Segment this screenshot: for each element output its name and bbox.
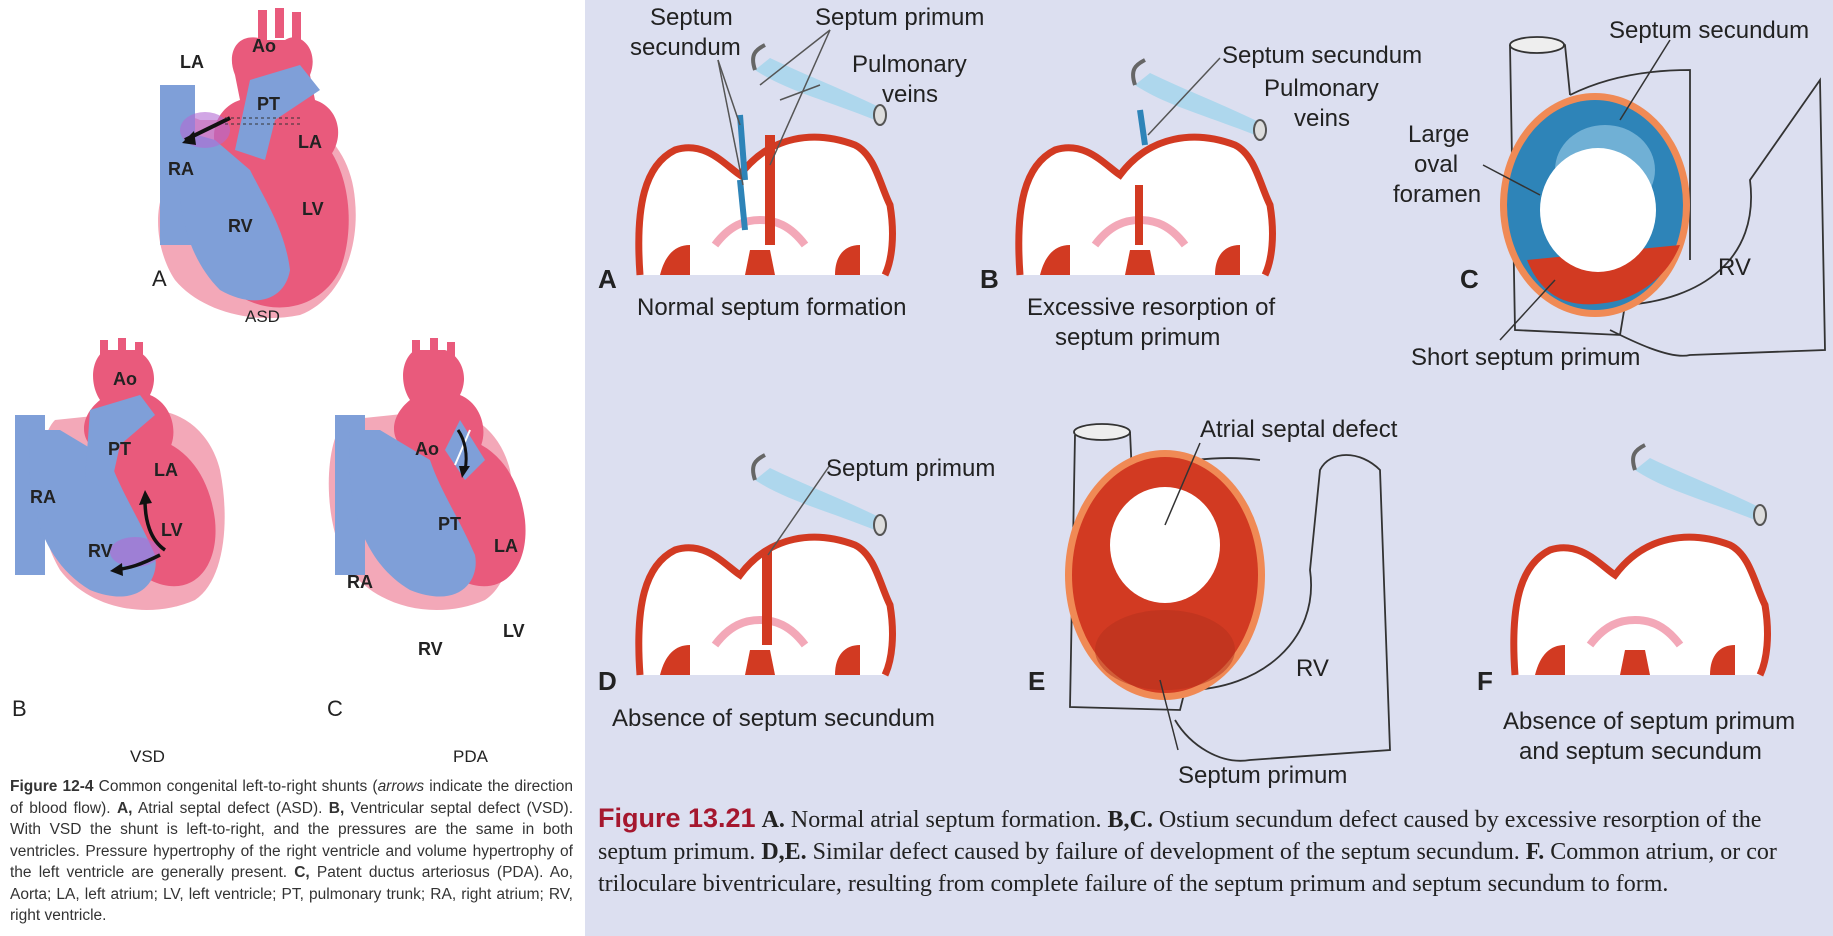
panel-letter-b: B (12, 696, 27, 721)
label-c-large-3: foramen (1393, 181, 1481, 208)
label-a-veins-1: Pulmonary (852, 51, 967, 78)
title-vsd: VSD (130, 747, 165, 766)
ra-label-c: RA (347, 572, 373, 592)
atrial-septum-diagram: Septum secundum Septum primum Pulmonary … (598, 4, 1826, 789)
lv-label-a: LV (302, 199, 324, 219)
caption-b-line1: Excessive resorption of (1027, 294, 1275, 321)
letter-d: D (598, 666, 617, 696)
label-d-primum: Septum primum (826, 455, 995, 482)
ra-label-b: RA (30, 487, 56, 507)
label-e-rv: RV (1296, 655, 1329, 682)
diagram-b (1019, 57, 1273, 275)
diagram-a (639, 29, 893, 275)
caption-b-line2: septum primum (1055, 324, 1220, 351)
pt-label-a: PT (257, 94, 280, 114)
caption-c: C, (294, 864, 310, 881)
la-top-label-a: LA (180, 52, 204, 72)
label-a-veins-2: veins (882, 81, 938, 108)
label-b-veins-1: Pulmonary (1264, 75, 1379, 102)
label-c-large-1: Large (1408, 121, 1469, 148)
caption-b: B, (328, 799, 345, 817)
caption-r-text-4: Common atrium, or cor triloculare bivent… (598, 839, 1777, 897)
caption-r-text-1: Normal atrial septum formation. (784, 807, 1108, 833)
caption-r-bc: B,C. (1107, 807, 1153, 833)
caption-text-1: Common congenital left-to-right shunts ( (93, 778, 378, 795)
la-label-a: LA (298, 132, 322, 152)
ao-label-a: Ao (252, 36, 276, 56)
caption-r-text-2: Ostium secundum defect caused by excessi… (598, 807, 1762, 865)
caption-arrows: arrows (377, 778, 425, 795)
caption-text-4: Ventricular septal defect (VSD). With VS… (10, 799, 573, 882)
heart-vsd (15, 338, 225, 610)
caption-f-line1: Absence of septum primum (1503, 708, 1795, 735)
label-c-short: Short septum primum (1411, 344, 1640, 371)
diagram-d (639, 453, 893, 675)
ra-label-a: RA (168, 159, 194, 179)
title-asd: ASD (245, 307, 280, 326)
heart-asd (158, 8, 356, 319)
letter-f: F (1477, 666, 1493, 696)
title-pda: PDA (453, 747, 489, 766)
label-c-large-2: oval (1414, 151, 1458, 178)
pt-label-b: PT (108, 439, 131, 459)
diagram-f (1514, 443, 1768, 675)
rv-label-c: RV (418, 639, 443, 659)
caption-a: A, (116, 799, 133, 817)
la-label-b: LA (154, 460, 178, 480)
caption-text-5: Patent ductus arteriosus (PDA). Ao, Aort… (10, 864, 573, 924)
label-b-veins-2: veins (1294, 105, 1350, 132)
caption-r-text-3: Similar defect caused by failure of deve… (806, 839, 1526, 865)
label-b-secundum: Septum secundum (1222, 42, 1422, 69)
fig-num-12-4: Figure 12-4 (10, 778, 94, 795)
label-c-rv: RV (1718, 254, 1751, 281)
caption-a-right: Normal septum formation (637, 294, 906, 321)
caption-r-f: F. (1525, 839, 1545, 865)
left-figure-panel: Ao LA PT LA RA RV LV A ASD Ao PT LA RA (0, 0, 585, 936)
panel-letter-a: A (152, 266, 167, 291)
figure-13-21-caption: Figure 13.21 A. Normal atrial septum for… (598, 802, 1823, 900)
diagram-e (1065, 423, 1391, 762)
caption-d-right: Absence of septum secundum (612, 705, 935, 732)
caption-text-3: Atrial septal defect (ASD). (132, 799, 329, 817)
lv-label-c: LV (503, 621, 525, 641)
rv-label-a: RV (228, 216, 253, 236)
label-e-primum: Septum primum (1178, 762, 1347, 789)
caption-r-a: A. (761, 807, 785, 833)
label-a-primum: Septum primum (815, 4, 984, 31)
heart-pda (328, 338, 526, 610)
label-a-secundum-2: secundum (630, 34, 741, 61)
letter-b: B (980, 264, 999, 294)
ao-label-c: Ao (415, 439, 439, 459)
pt-label-c: PT (438, 514, 461, 534)
caption-r-de: D,E. (761, 839, 807, 865)
lv-label-b: LV (161, 520, 183, 540)
shunt-hearts-diagram: Ao LA PT LA RA RV LV A ASD Ao PT LA RA (12, 8, 526, 766)
caption-f-line2: and septum secundum (1519, 738, 1762, 765)
letter-a: A (598, 264, 617, 294)
fig-num-13-21: Figure 13.21 (598, 803, 756, 833)
letter-c: C (1460, 264, 1479, 294)
caption-text-2: indicate the direction of blood flow). (10, 778, 573, 817)
label-c-secundum: Septum secundum (1609, 17, 1809, 44)
panel-letter-c: C (327, 696, 343, 721)
ao-label-b: Ao (113, 369, 137, 389)
la-label-c: LA (494, 536, 518, 556)
rv-label-b: RV (88, 541, 113, 561)
label-e-asd: Atrial septal defect (1200, 416, 1398, 443)
letter-e: E (1028, 666, 1045, 696)
figure-12-4-caption: Figure 12-4 Common congenital left-to-ri… (10, 776, 573, 927)
label-a-secundum-1: Septum (650, 4, 733, 31)
diagram-c (1482, 36, 1826, 357)
